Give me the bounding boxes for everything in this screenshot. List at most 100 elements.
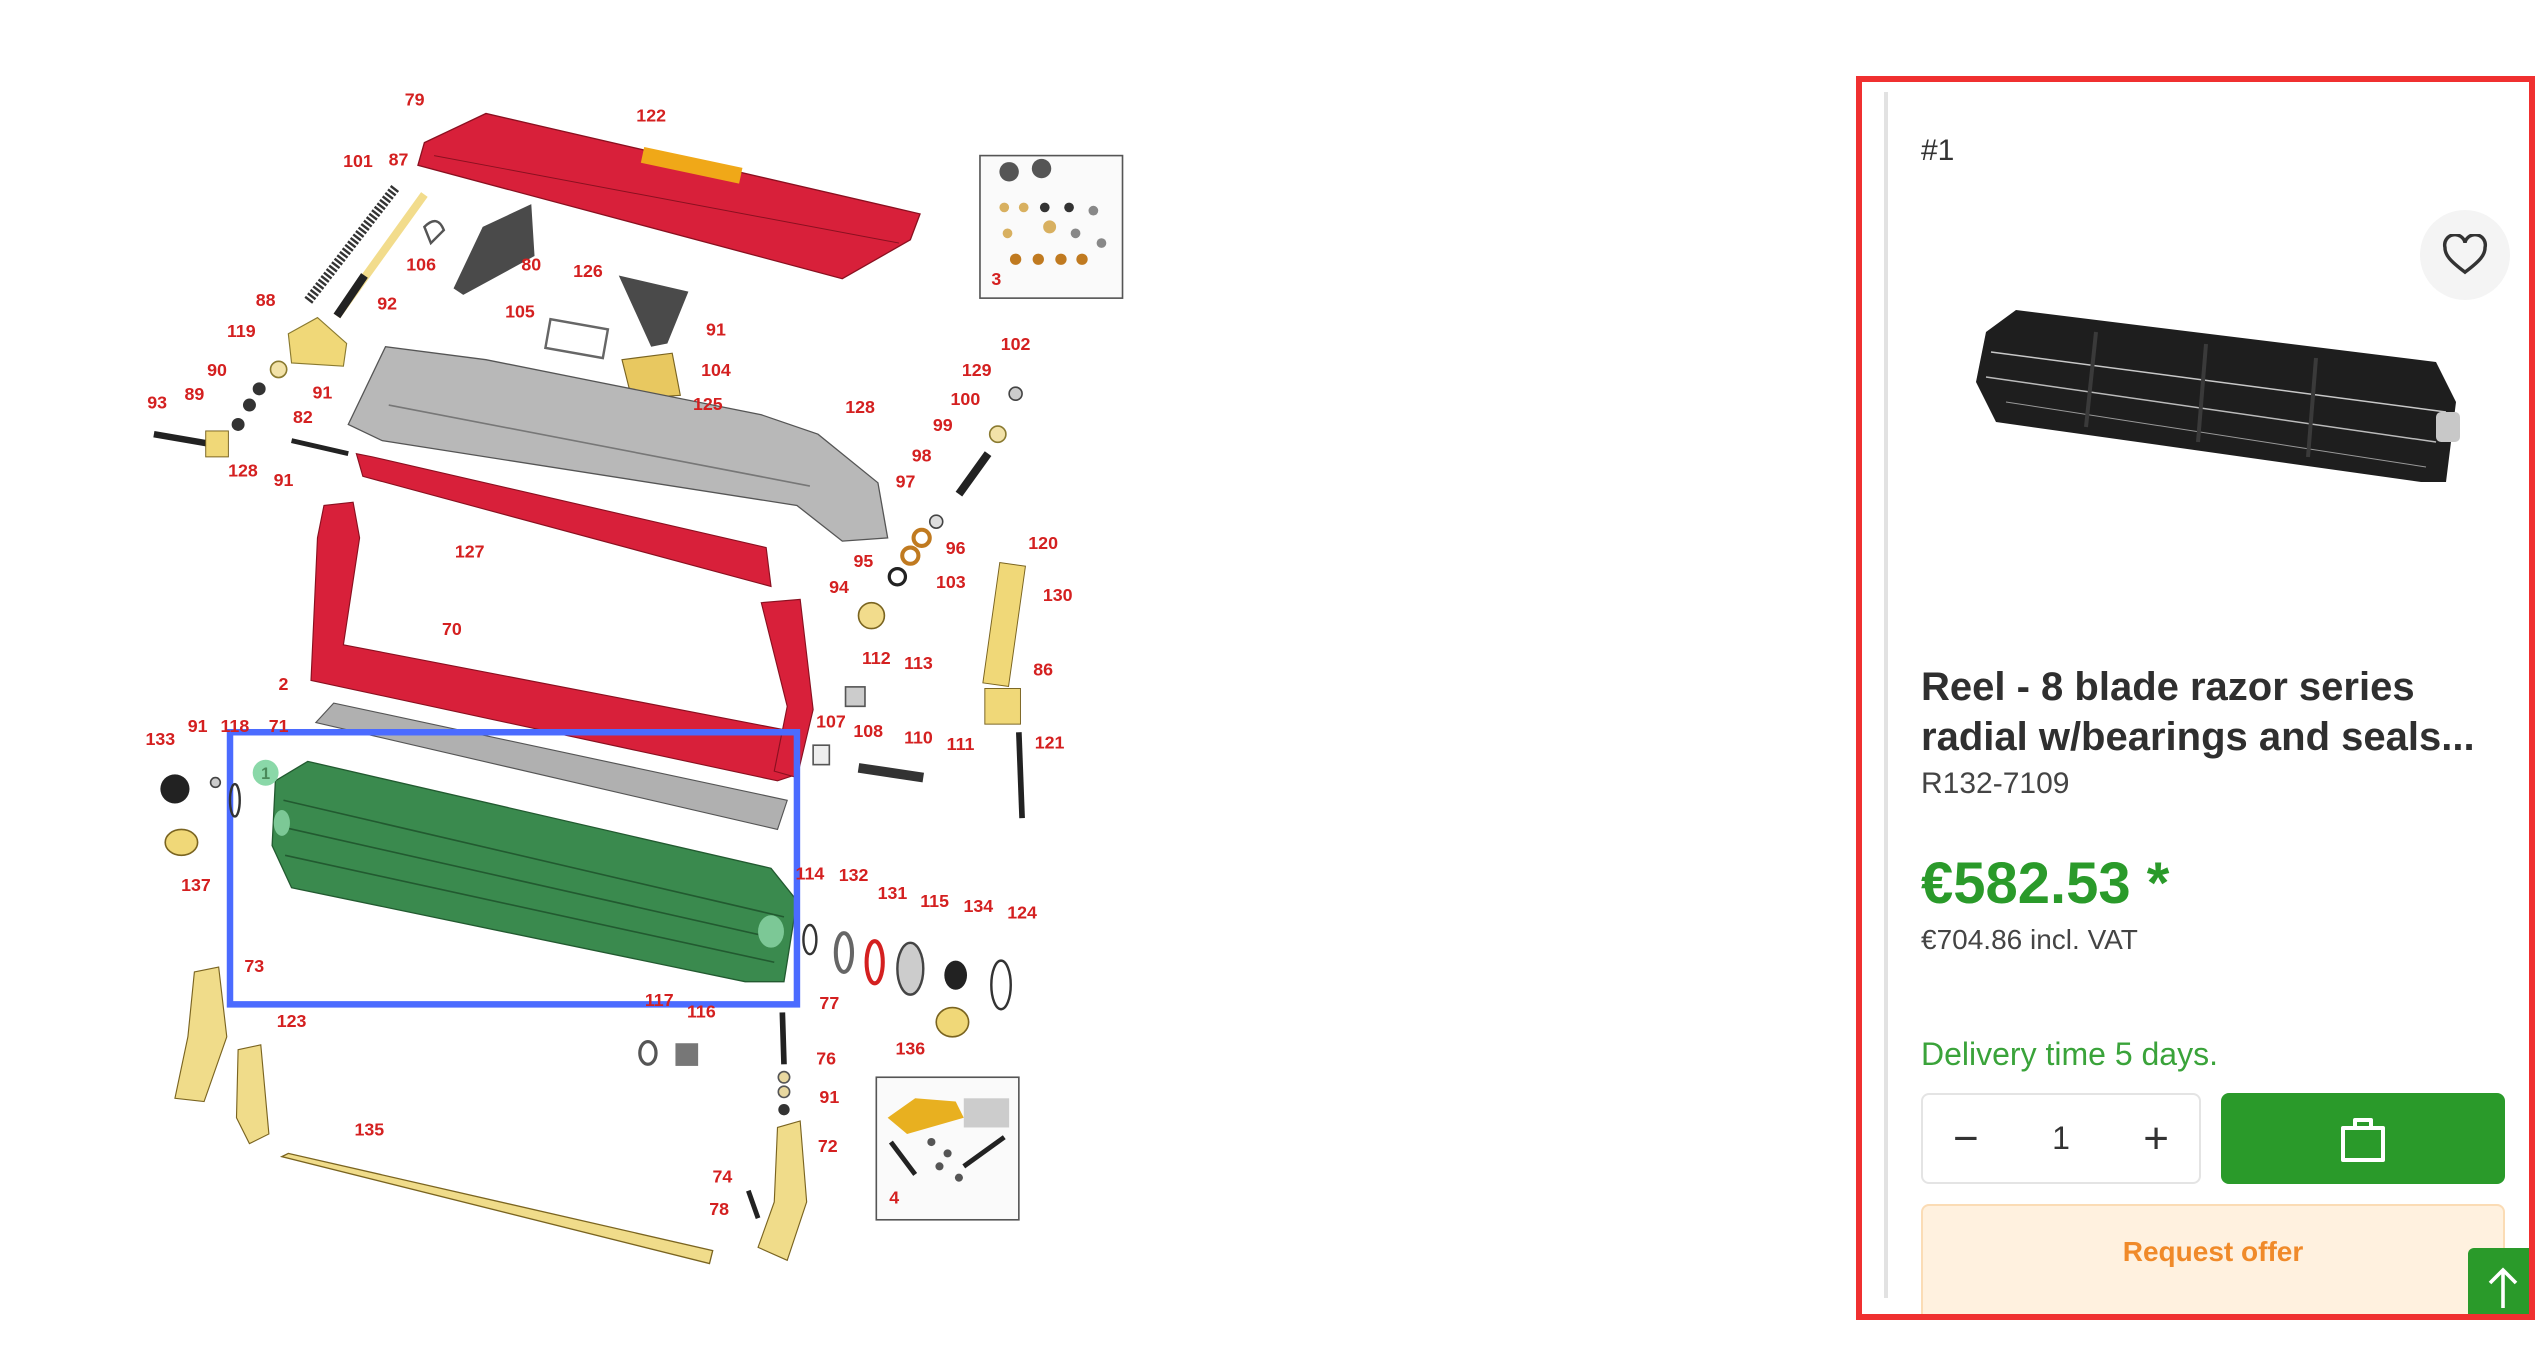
callout-label[interactable]: 116 — [687, 1001, 716, 1021]
callout-label[interactable]: 90 — [207, 360, 227, 380]
callout-label[interactable]: 112 — [862, 648, 891, 668]
callout-label[interactable]: 93 — [147, 392, 167, 412]
callout-label[interactable]: 118 — [221, 716, 250, 736]
inset-hardware-kit-3[interactable]: 3 — [979, 154, 1124, 299]
callout-label[interactable]: 80 — [521, 255, 541, 275]
callout-label[interactable]: 71 — [269, 716, 289, 736]
part-101-spring[interactable] — [303, 185, 400, 305]
selected-marker[interactable] — [252, 759, 279, 786]
callout-label[interactable]: 91 — [819, 1087, 839, 1107]
part-122-decal[interactable] — [640, 146, 743, 184]
callout-label[interactable]: 117 — [645, 990, 674, 1010]
callout-label[interactable]: 99 — [933, 415, 953, 435]
callout-label[interactable]: 137 — [181, 875, 211, 895]
callout-label[interactable]: 103 — [936, 572, 966, 592]
callout-label[interactable]: 130 — [1043, 585, 1073, 605]
wishlist-button[interactable] — [2420, 210, 2510, 300]
part-1-reel[interactable] — [271, 760, 798, 983]
card-border — [1884, 92, 1888, 1298]
callout-label[interactable]: 82 — [293, 407, 313, 427]
callout-label[interactable]: 136 — [895, 1039, 925, 1059]
callout-label[interactable]: 76 — [816, 1048, 836, 1068]
callout-label[interactable]: 74 — [713, 1167, 733, 1187]
callout-label[interactable]: 97 — [896, 472, 916, 492]
callout-label[interactable]: 95 — [853, 551, 873, 571]
callout-label[interactable]: 101 — [343, 151, 373, 171]
callout-label[interactable]: 94 — [829, 577, 849, 597]
callout-label[interactable]: 86 — [1033, 660, 1053, 680]
callout-label[interactable]: 119 — [227, 321, 256, 341]
product-title-line: radial w/bearings and seals... — [1921, 715, 2475, 759]
callout-label[interactable]: 113 — [904, 653, 933, 673]
callout-label[interactable]: 91 — [312, 383, 332, 403]
exploded-parts-diagram: 1 3 — [146, 89, 1124, 1265]
inset-label: 3 — [991, 269, 1001, 289]
callout-label[interactable]: 73 — [244, 956, 264, 976]
selected-marker-label: 1 — [261, 765, 270, 783]
callout-label[interactable]: 88 — [256, 290, 276, 310]
callout-label[interactable]: 98 — [912, 446, 932, 466]
callout-label[interactable]: 115 — [920, 891, 949, 911]
callout-label[interactable]: 104 — [701, 360, 731, 380]
callout-label[interactable]: 134 — [964, 896, 994, 916]
callout-label[interactable]: 132 — [839, 865, 869, 885]
callout-label[interactable]: 102 — [1001, 334, 1031, 354]
callout-label[interactable]: 111 — [947, 734, 975, 754]
part-126-deflector[interactable] — [618, 275, 689, 347]
heart-icon — [2442, 234, 2488, 275]
quantity-input[interactable]: 1 — [2052, 1120, 2070, 1156]
part-125-frame[interactable] — [347, 346, 889, 542]
callout-label[interactable]: 125 — [693, 394, 723, 414]
callout-label[interactable]: 114 — [796, 864, 825, 884]
callout-label[interactable]: 92 — [377, 293, 397, 313]
callout-label[interactable]: 129 — [962, 360, 992, 380]
decrement-button[interactable]: − — [1953, 1113, 1979, 1163]
callout-label[interactable]: 96 — [946, 538, 966, 558]
callout-label[interactable]: 128 — [845, 397, 875, 417]
callout-label[interactable]: 87 — [389, 149, 409, 169]
callout-label[interactable]: 122 — [636, 106, 666, 126]
scroll-to-top-button[interactable] — [2468, 1248, 2529, 1314]
inset-hardware-kit-4[interactable]: 4 — [875, 1076, 1020, 1221]
part-80-plate[interactable] — [453, 204, 535, 295]
callout-label[interactable]: 91 — [274, 470, 294, 490]
callout-label[interactable]: 126 — [573, 261, 603, 281]
callout-label[interactable]: 131 — [878, 883, 908, 903]
increment-button[interactable]: + — [2143, 1113, 2169, 1163]
part-135-bar[interactable] — [279, 1152, 714, 1265]
callout-label[interactable]: 110 — [904, 728, 933, 748]
part-88-bracket[interactable] — [287, 316, 348, 367]
callout-label[interactable]: 77 — [819, 993, 839, 1013]
callout-label[interactable]: 78 — [709, 1199, 729, 1219]
product-title[interactable]: Reel - 8 blade razor series radial w/bea… — [1921, 662, 2521, 762]
callout-label[interactable]: 124 — [1007, 903, 1037, 923]
callout-label[interactable]: 123 — [277, 1011, 307, 1031]
callout-label[interactable]: 127 — [455, 541, 485, 561]
part-127-bar[interactable] — [355, 452, 772, 588]
callout-label[interactable]: 106 — [406, 255, 436, 275]
callout-label[interactable]: 107 — [816, 711, 846, 731]
part-72-plate[interactable] — [757, 1120, 808, 1262]
callout-label[interactable]: 120 — [1028, 533, 1058, 553]
shopping-bag-icon — [2341, 1117, 2385, 1162]
callout-label[interactable]: 70 — [442, 619, 462, 639]
product-image[interactable] — [1966, 292, 2466, 502]
callout-label[interactable]: 105 — [505, 302, 535, 322]
callout-label[interactable]: 91 — [706, 319, 726, 339]
part-73-plate[interactable] — [174, 966, 228, 1103]
callout-label[interactable]: 128 — [228, 460, 258, 480]
callout-label[interactable]: 89 — [184, 384, 204, 404]
callout-label[interactable]: 108 — [853, 721, 883, 741]
part-79-shield[interactable] — [417, 112, 921, 280]
callout-label[interactable]: 79 — [405, 89, 425, 109]
callout-label[interactable]: 72 — [818, 1136, 838, 1156]
callout-label[interactable]: 121 — [1035, 732, 1065, 752]
callout-label[interactable]: 100 — [951, 389, 981, 409]
callout-label[interactable]: 2 — [279, 674, 289, 694]
callout-label[interactable]: 91 — [188, 716, 208, 736]
add-to-cart-button[interactable] — [2221, 1093, 2505, 1184]
request-offer-button[interactable]: Request offer — [1921, 1204, 2505, 1314]
callout-label[interactable]: 133 — [146, 729, 176, 749]
part-123-plate[interactable] — [235, 1044, 270, 1145]
callout-label[interactable]: 135 — [354, 1120, 384, 1140]
